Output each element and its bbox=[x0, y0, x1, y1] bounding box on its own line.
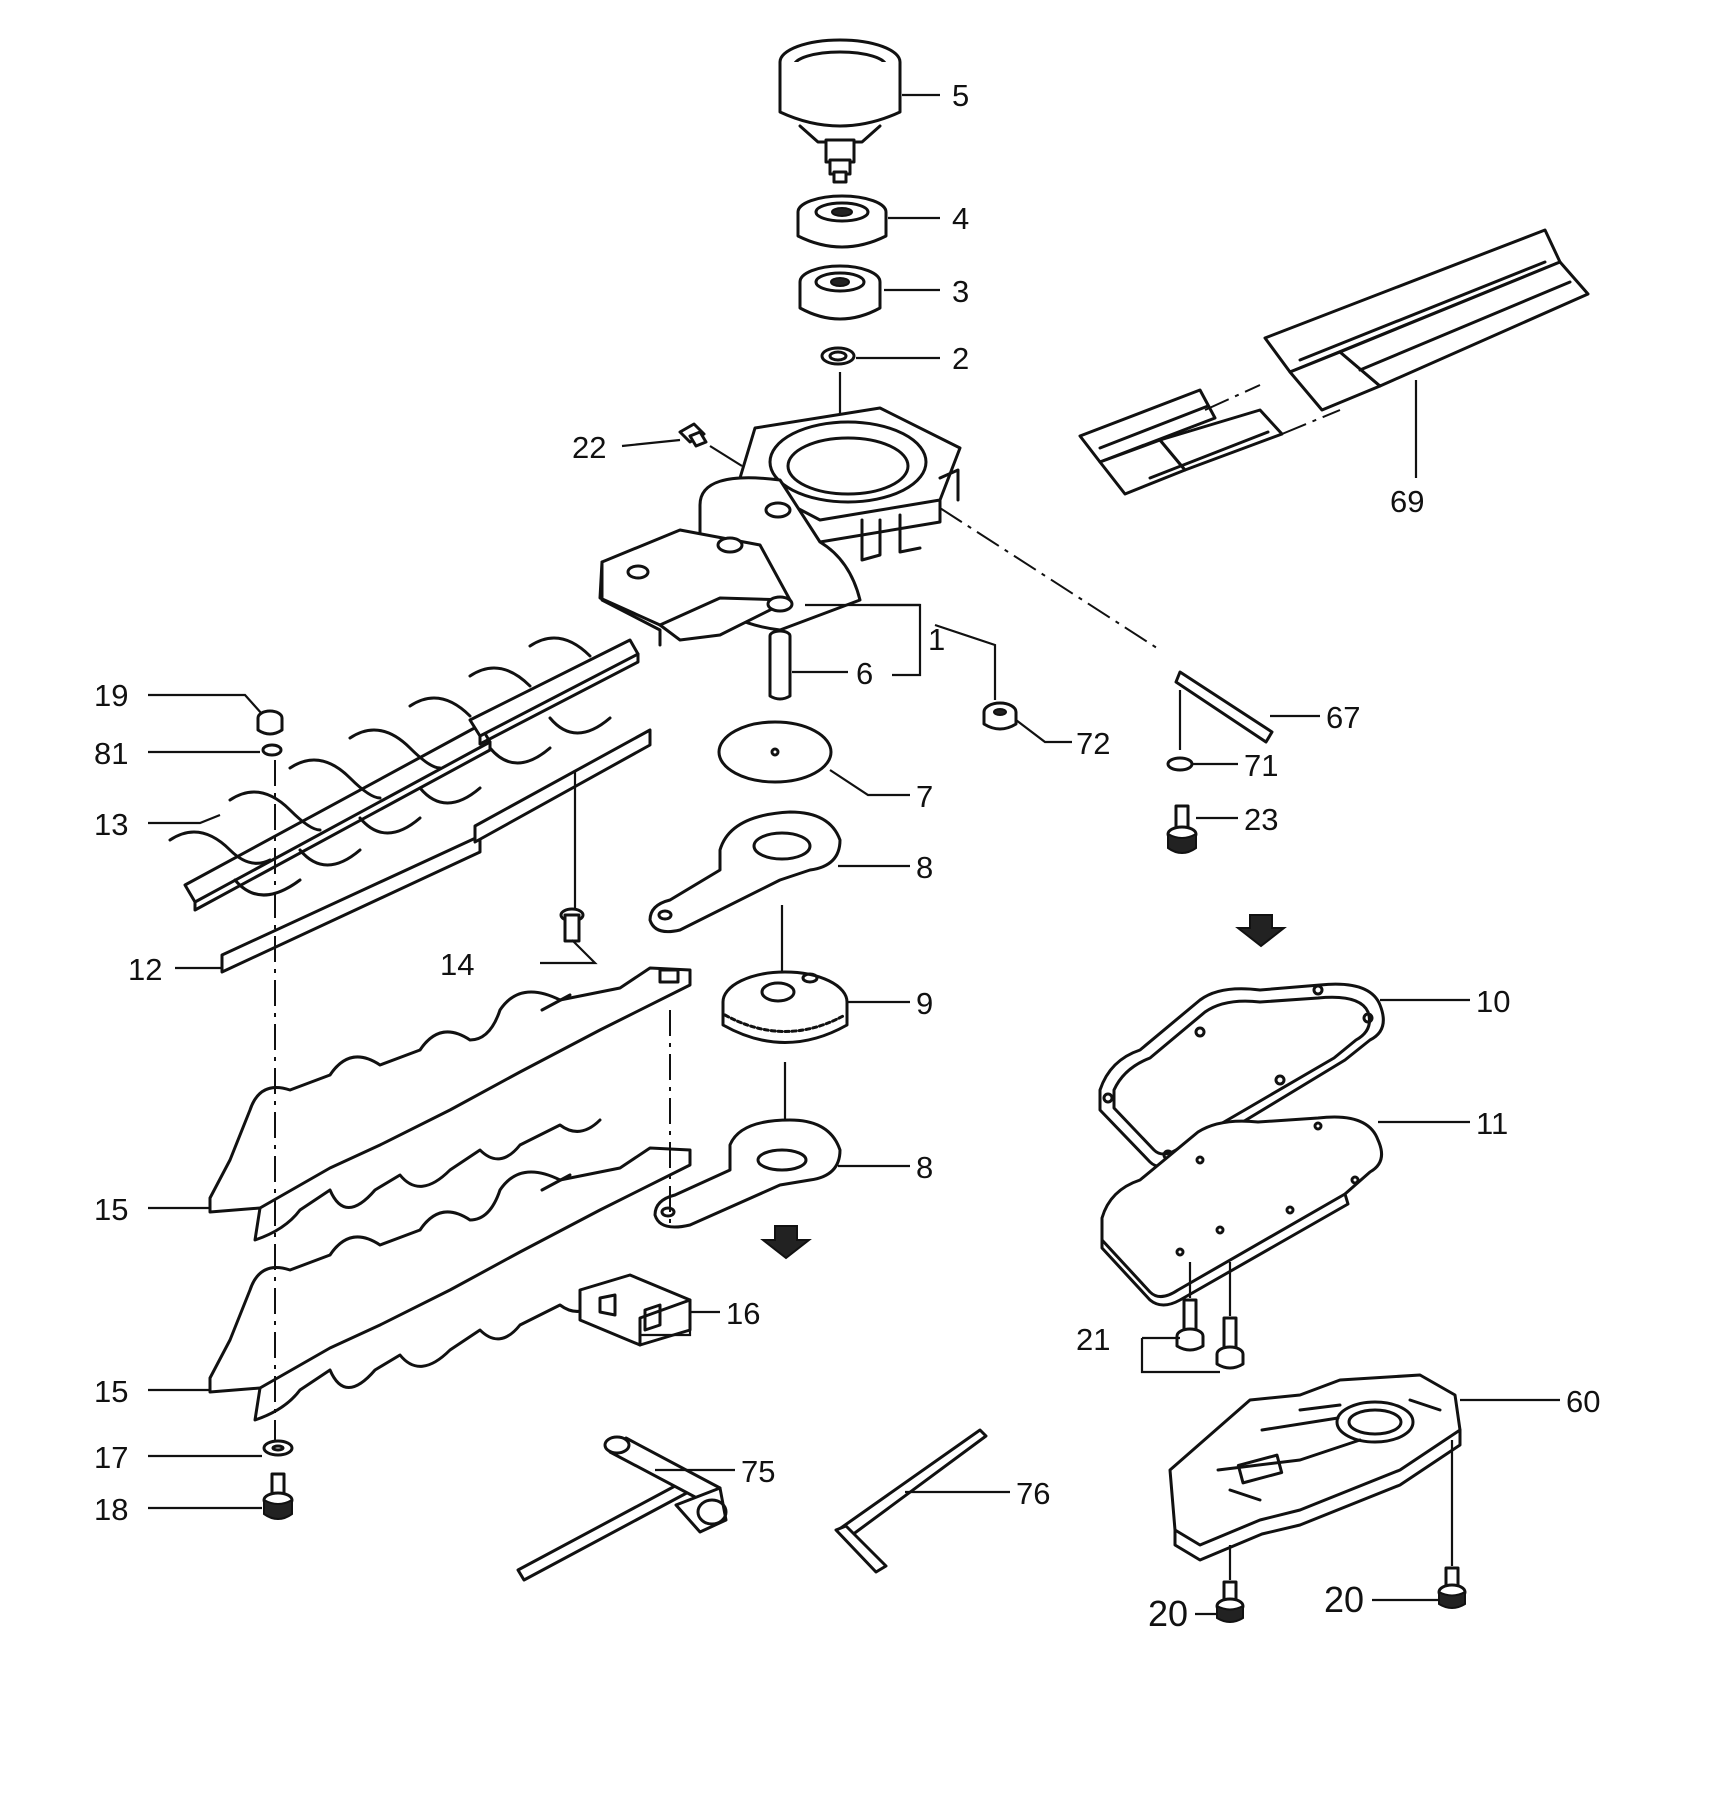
part-2-circlip bbox=[820, 346, 856, 366]
part-7-plate bbox=[717, 720, 833, 784]
part-60-case-cover bbox=[1168, 1373, 1462, 1562]
part-72-nut bbox=[982, 701, 1018, 731]
callout-12: 12 bbox=[128, 952, 162, 987]
part-19-nut bbox=[256, 709, 284, 736]
callout-8-upper: 8 bbox=[916, 850, 933, 885]
callout-22: 22 bbox=[572, 430, 606, 465]
part-4-bearing bbox=[796, 194, 888, 249]
part-15-blade-upper bbox=[208, 966, 692, 1242]
part-76-hex-key bbox=[834, 1428, 988, 1574]
callout-60: 60 bbox=[1566, 1384, 1600, 1419]
part-11-cover-plate bbox=[1100, 1115, 1384, 1307]
callout-75: 75 bbox=[741, 1454, 775, 1489]
part-21-bolt bbox=[1175, 1298, 1205, 1352]
part-17-washer bbox=[262, 1439, 294, 1457]
part-5-clutch-drum bbox=[778, 38, 902, 184]
callout-15-lower: 15 bbox=[94, 1374, 128, 1409]
callout-14: 14 bbox=[440, 947, 474, 982]
callout-69: 69 bbox=[1390, 484, 1424, 519]
part-21-bolt bbox=[1215, 1316, 1245, 1370]
part-23-bolt bbox=[1166, 804, 1198, 854]
part-18-bolt bbox=[262, 1472, 294, 1520]
part-9-gear bbox=[721, 970, 849, 1044]
callout-5: 5 bbox=[952, 78, 969, 113]
callout-67: 67 bbox=[1326, 700, 1360, 735]
part-1-gear-case bbox=[598, 406, 962, 647]
callout-2: 2 bbox=[952, 341, 969, 376]
part-8-crank-arm-upper bbox=[648, 810, 842, 934]
callout-8-lower: 8 bbox=[916, 1150, 933, 1185]
part-3-bearing bbox=[798, 264, 882, 321]
down-arrow-icon bbox=[760, 1225, 812, 1260]
callout-81: 81 bbox=[94, 736, 128, 771]
callout-6: 6 bbox=[856, 656, 873, 691]
callout-11: 11 bbox=[1476, 1106, 1508, 1141]
callout-1: 1 bbox=[928, 622, 945, 657]
callout-76: 76 bbox=[1016, 1476, 1050, 1511]
callout-3: 3 bbox=[952, 274, 969, 309]
callout-21: 21 bbox=[1076, 1322, 1110, 1357]
callout-17: 17 bbox=[94, 1440, 128, 1475]
callout-23: 23 bbox=[1244, 802, 1278, 837]
part-22-grease-nipple bbox=[678, 422, 708, 448]
callout-13: 13 bbox=[94, 807, 128, 842]
part-75-plug-wrench bbox=[516, 1435, 728, 1582]
part-14-bolt bbox=[559, 907, 585, 943]
callout-10: 10 bbox=[1476, 984, 1510, 1019]
part-20-bolt bbox=[1437, 1566, 1467, 1609]
part-8-crank-arm-lower bbox=[653, 1118, 842, 1229]
part-69-blade-cover bbox=[1078, 228, 1590, 496]
callout-20-right: 20 bbox=[1324, 1579, 1364, 1620]
part-81-washer bbox=[261, 743, 283, 757]
part-15-blade-lower bbox=[208, 1146, 692, 1422]
leader-lines bbox=[148, 93, 1560, 1616]
part-6-pin bbox=[768, 629, 792, 701]
down-arrow-icon bbox=[1235, 914, 1287, 948]
callout-18: 18 bbox=[94, 1492, 128, 1527]
callout-16: 16 bbox=[726, 1296, 760, 1331]
callout-71: 71 bbox=[1244, 748, 1278, 783]
callout-72: 72 bbox=[1076, 726, 1110, 761]
callout-labels: 5 4 3 2 22 69 1 6 72 67 71 23 19 81 13 7… bbox=[94, 78, 1600, 1634]
part-13-blade-guide bbox=[168, 636, 640, 912]
callout-7: 7 bbox=[916, 779, 933, 814]
callout-15-upper: 15 bbox=[94, 1192, 128, 1227]
callout-9: 9 bbox=[916, 986, 933, 1021]
part-71-washer bbox=[1166, 756, 1194, 772]
callout-4: 4 bbox=[952, 201, 969, 236]
callout-20-left: 20 bbox=[1148, 1593, 1188, 1634]
part-20-bolt bbox=[1215, 1580, 1245, 1623]
part-12-spacer-strip bbox=[220, 728, 652, 974]
callout-19: 19 bbox=[94, 678, 128, 713]
part-67-rod bbox=[1174, 670, 1274, 744]
